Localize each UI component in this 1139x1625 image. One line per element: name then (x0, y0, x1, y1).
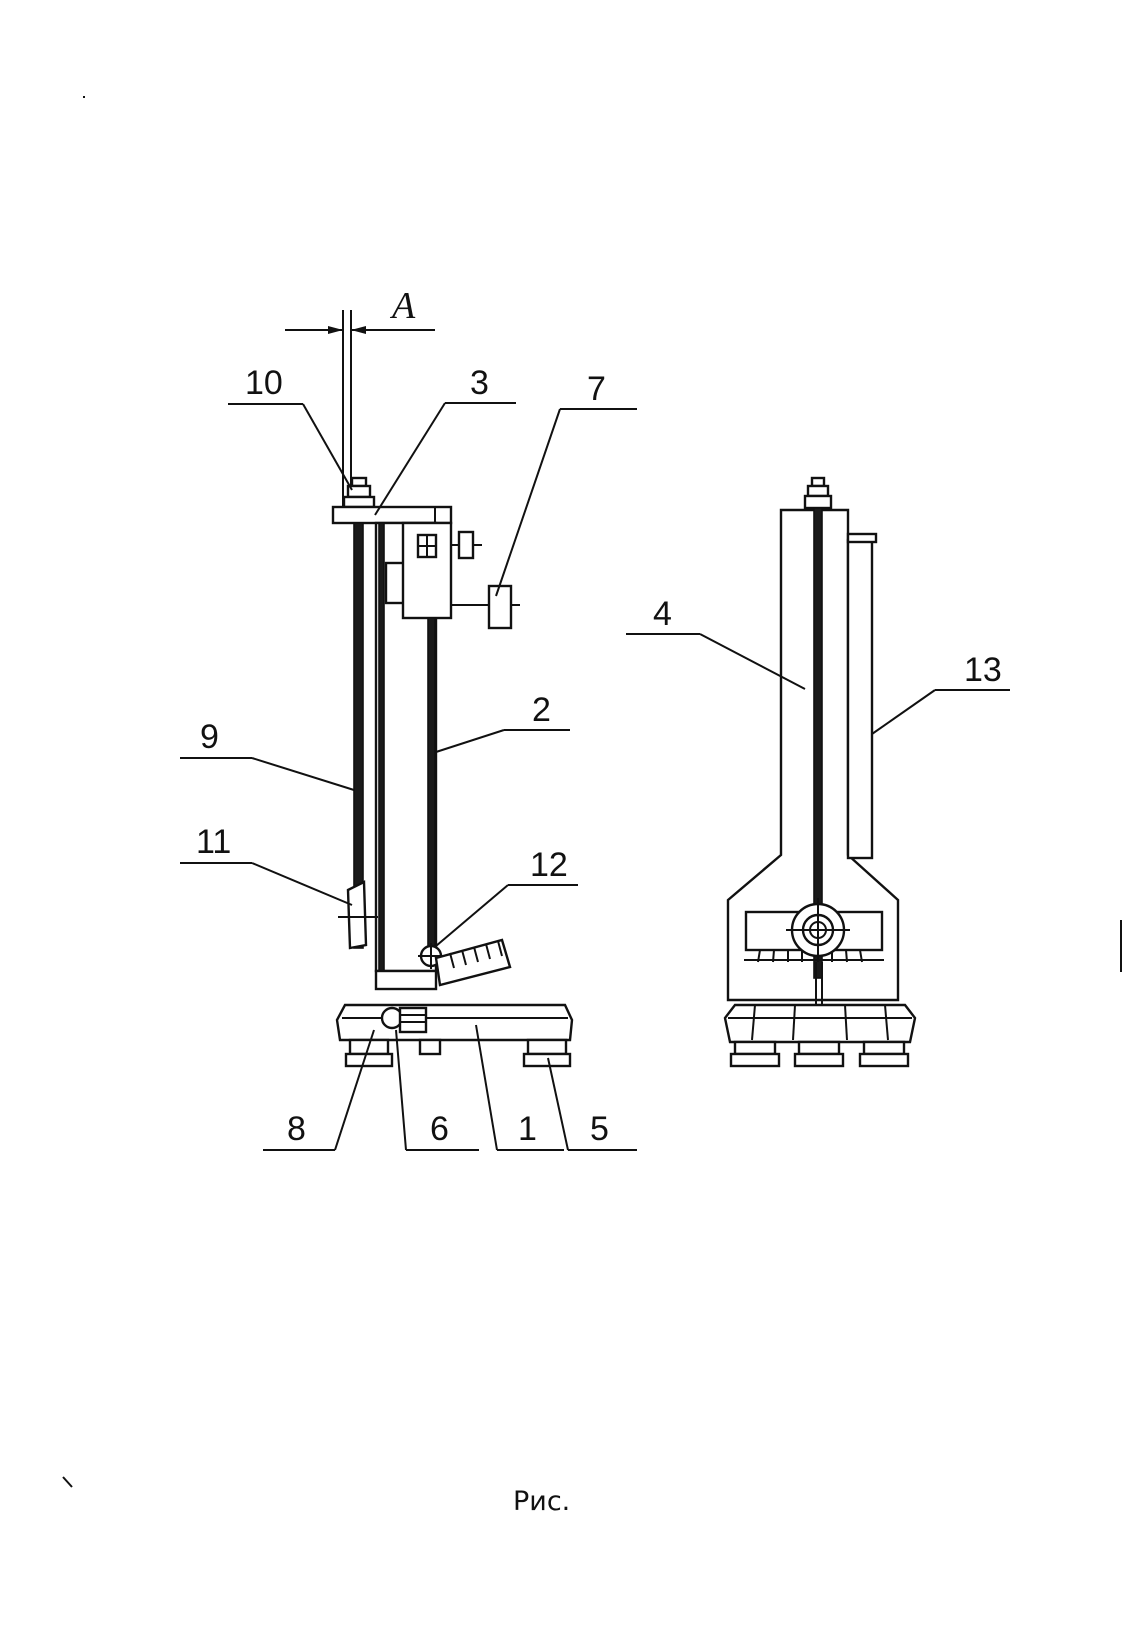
side-column (846, 538, 874, 860)
front-view (723, 476, 917, 1068)
figure-caption: Рис. (513, 1486, 570, 1517)
callout-6: 6 (430, 1110, 449, 1148)
weight (487, 584, 513, 630)
dimension-a: A (285, 285, 435, 515)
callout-7: 7 (587, 370, 606, 408)
inner-rod (378, 522, 385, 972)
callout-12: 12 (530, 846, 568, 884)
callout-4: 4 (653, 595, 672, 633)
top-bracket (331, 505, 453, 525)
callout-1: 1 (518, 1110, 537, 1148)
leader-lines (180, 402, 1010, 1151)
callout-11: 11 (196, 823, 231, 861)
callout-2: 2 (532, 691, 551, 729)
hanging-plate (353, 522, 364, 949)
callout-8: 8 (287, 1110, 306, 1148)
side-view: A (285, 285, 574, 1068)
callouts: 10 3 7 4 13 2 9 11 12 8 6 1 5 (196, 364, 1002, 1148)
front-rod (813, 507, 823, 979)
pivot-dial (786, 898, 850, 962)
callout-9: 9 (200, 718, 219, 756)
callout-5: 5 (590, 1110, 609, 1148)
dimension-a-label: A (389, 285, 416, 327)
pivot-scale (374, 938, 512, 991)
callout-10: 10 (245, 364, 283, 402)
scan-specks (62, 96, 1122, 1488)
side-tab (338, 880, 378, 950)
vertical-shaft (427, 617, 436, 951)
callout-3: 3 (470, 364, 489, 402)
callout-13: 13 (964, 651, 1002, 689)
